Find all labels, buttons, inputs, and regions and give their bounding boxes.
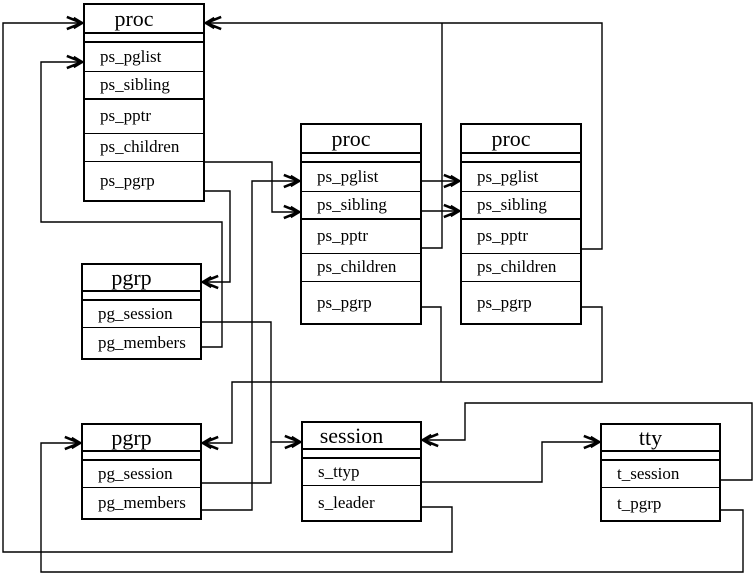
struct-separator: [85, 34, 203, 43]
edge-ps-pgrp-right-to-pgrp-lower: [203, 306, 603, 443]
edge-ps-children-to-proc-middle: [205, 161, 299, 212]
field-t-pgrp: t_pgrp: [617, 494, 662, 513]
field-ps-children: ps_children: [462, 254, 580, 282]
field-ps-sibling: ps_sibling: [302, 192, 420, 220]
field-ps-pgrp: ps_pgrp: [317, 292, 372, 312]
field-pg-members: pg_members: [98, 493, 186, 512]
field-t-session: t_session: [602, 461, 719, 488]
edge-ps-pptr-middle-join: [422, 23, 443, 249]
field-ps-pglist: ps_pglist: [85, 43, 203, 72]
edge-ps-pgrp-middle-join: [422, 306, 442, 382]
edge-t-pgrp-to-pgrp-lower: [40, 443, 744, 573]
struct-title: pgrp: [83, 265, 200, 292]
edge-ps-pptr-right-to-proc-top: [206, 23, 603, 250]
field-ps-pptr: ps_pptr: [85, 100, 203, 134]
struct-proc-right: proc ps_pglist ps_sibling ps_pptr ps_chi…: [460, 123, 582, 325]
field-pg-session: pg_session: [83, 301, 200, 328]
edge-pg-session-lower-join: [202, 442, 272, 484]
field-pg-members: pg_members: [98, 333, 186, 352]
struct-separator: [602, 452, 719, 461]
field-pg-session: pg_session: [83, 461, 200, 488]
edge-ps-pgrp-top-to-pgrp-upper: [203, 190, 231, 282]
edge-s-ttyp-to-tty: [422, 442, 599, 483]
struct-title: pgrp: [83, 425, 200, 452]
struct-separator: [302, 154, 420, 163]
struct-pgrp-lower: pgrp pg_session pg_members: [81, 423, 202, 520]
struct-session: session s_ttyp s_leader: [301, 421, 422, 522]
struct-title: proc: [462, 125, 580, 154]
field-ps-sibling: ps_sibling: [85, 72, 203, 100]
struct-title: session: [303, 423, 420, 450]
struct-title: proc: [302, 125, 420, 154]
struct-title: tty: [602, 425, 719, 452]
field-ps-pgrp: ps_pgrp: [100, 171, 155, 190]
edge-pg-members-lower-to-proc-middle: [202, 181, 299, 511]
field-ps-pglist: ps_pglist: [302, 163, 420, 192]
field-ps-pgrp: ps_pgrp: [477, 292, 532, 312]
field-ps-pglist: ps_pglist: [462, 163, 580, 192]
edge-pg-session-upper-to-session: [202, 321, 300, 442]
struct-pgrp-upper: pgrp pg_session pg_members: [81, 263, 202, 360]
struct-separator: [462, 154, 580, 163]
field-ps-sibling: ps_sibling: [462, 192, 580, 220]
struct-separator: [303, 450, 420, 459]
field-ps-pptr: ps_pptr: [462, 220, 580, 254]
edge-t-session-to-session: [423, 402, 753, 481]
struct-tty: tty t_session t_pgrp: [600, 423, 721, 522]
edge-s-leader-to-proc-top: [2, 23, 453, 553]
struct-title: proc: [85, 5, 203, 34]
field-s-ttyp: s_ttyp: [303, 459, 420, 486]
field-s-leader: s_leader: [318, 493, 375, 512]
struct-separator: [83, 292, 200, 301]
field-ps-pptr: ps_pptr: [302, 220, 420, 254]
field-ps-children: ps_children: [302, 254, 420, 282]
edge-pg-members-upper-to-proc-top: [40, 62, 223, 348]
field-ps-children: ps_children: [85, 134, 203, 162]
struct-proc-middle: proc ps_pglist ps_sibling ps_pptr ps_chi…: [300, 123, 422, 325]
struct-proc-top: proc ps_pglist ps_sibling ps_pptr ps_chi…: [83, 3, 205, 202]
struct-separator: [83, 452, 200, 461]
